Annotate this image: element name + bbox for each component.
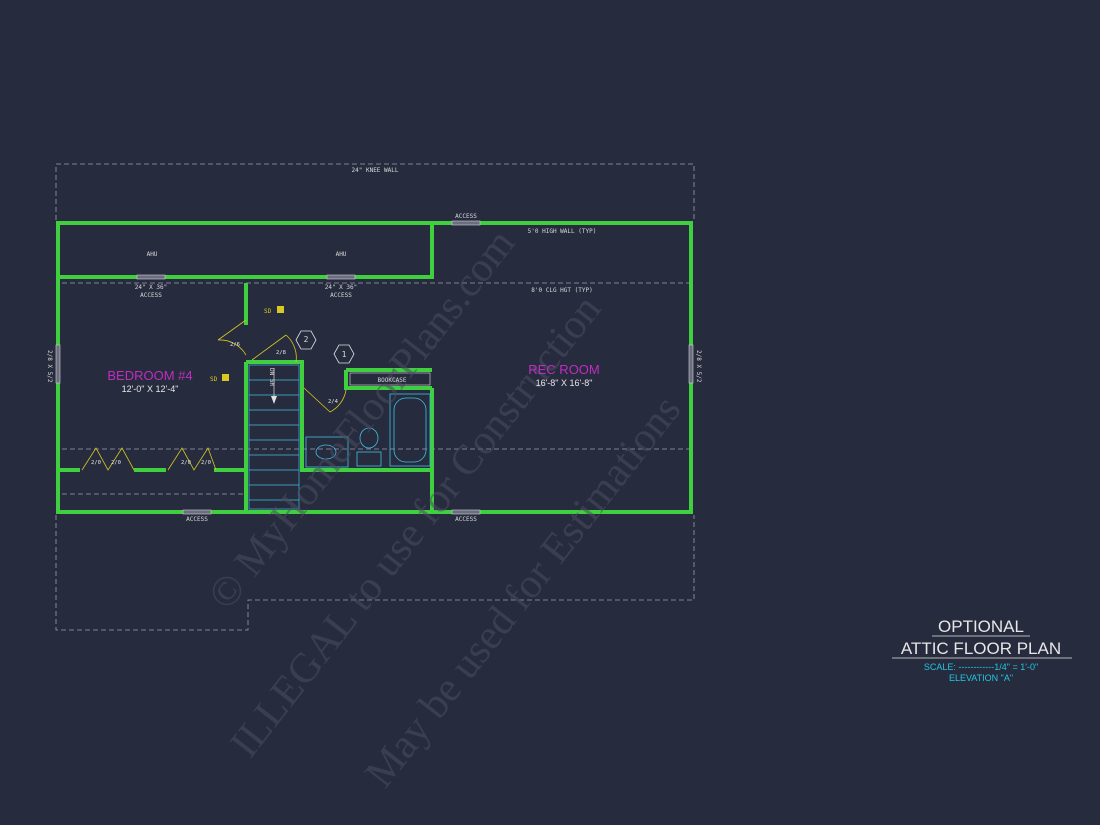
scale-text: SCALE: ------------1/4" = 1'-0" — [924, 662, 1038, 672]
elevation-text: ELEVATION "A" — [949, 673, 1013, 683]
door-2-0-a: 2/0 — [91, 460, 101, 466]
access-bottom-left: ACCESS — [186, 516, 208, 523]
knee-wall-note: 24" KNEE WALL — [352, 167, 399, 174]
sd-label-1: SD — [264, 308, 272, 315]
title-block: OPTIONAL ATTIC FLOOR PLAN SCALE: -------… — [892, 617, 1072, 683]
bookcase-outline — [349, 372, 431, 386]
sd-label-2: SD — [210, 376, 218, 383]
openings — [55, 220, 694, 515]
title-line1: OPTIONAL — [938, 617, 1024, 636]
stair-dn-label: DN 5R — [268, 368, 275, 386]
bookcase-label: BOOKCASE — [378, 377, 407, 384]
access-right: ACCESS — [330, 292, 352, 299]
high-wall-note: 5'0 HIGH WALL (TYP) — [528, 228, 597, 235]
bedroom-dim: 12'-0" X 12'-4" — [122, 384, 179, 394]
door-2-0-b: 2/0 — [111, 460, 121, 466]
ahu-left: AHU — [147, 251, 158, 258]
door-2-4: 2/4 — [328, 399, 339, 405]
clg-hgt-note: 8'0 CLG HGT (TYP) — [531, 287, 592, 294]
roof-outline — [55, 163, 695, 631]
access-left: ACCESS — [140, 292, 162, 299]
stairs — [248, 364, 300, 510]
rec-room-dim: 16'-8" X 16'-8" — [536, 378, 593, 388]
access-size-left: 24" X 36" — [135, 284, 168, 291]
walls — [56, 221, 693, 514]
bath-fixtures — [305, 393, 431, 468]
bedroom-name: BEDROOM #4 — [107, 368, 192, 383]
door-2-6: 2/6 — [230, 342, 240, 348]
access-bottom-right: ACCESS — [455, 516, 477, 523]
access-size-right: 24" X 36" — [325, 284, 358, 291]
door-2-0-c: 2/0 — [181, 460, 191, 466]
access-top: ACCESS — [455, 213, 477, 220]
smoke-detectors — [222, 306, 284, 381]
door-2-0-d: 2/0 — [201, 460, 211, 466]
ahu-right: AHU — [336, 251, 347, 258]
rec-room-name: REC ROOM — [528, 362, 600, 377]
watermark: © MyHomeFloorPlans.com ILLEGAL to use fo… — [200, 221, 691, 797]
tag-1: 1 — [342, 350, 347, 359]
tags — [295, 330, 355, 364]
doors — [81, 319, 347, 471]
tag-2: 2 — [304, 335, 309, 344]
window-right: 2/8 X 5/2 — [695, 350, 702, 383]
window-left: 2/8 X 5/2 — [46, 350, 53, 383]
title-line2: ATTIC FLOOR PLAN — [901, 639, 1061, 658]
door-2-8: 2/8 — [276, 350, 286, 356]
